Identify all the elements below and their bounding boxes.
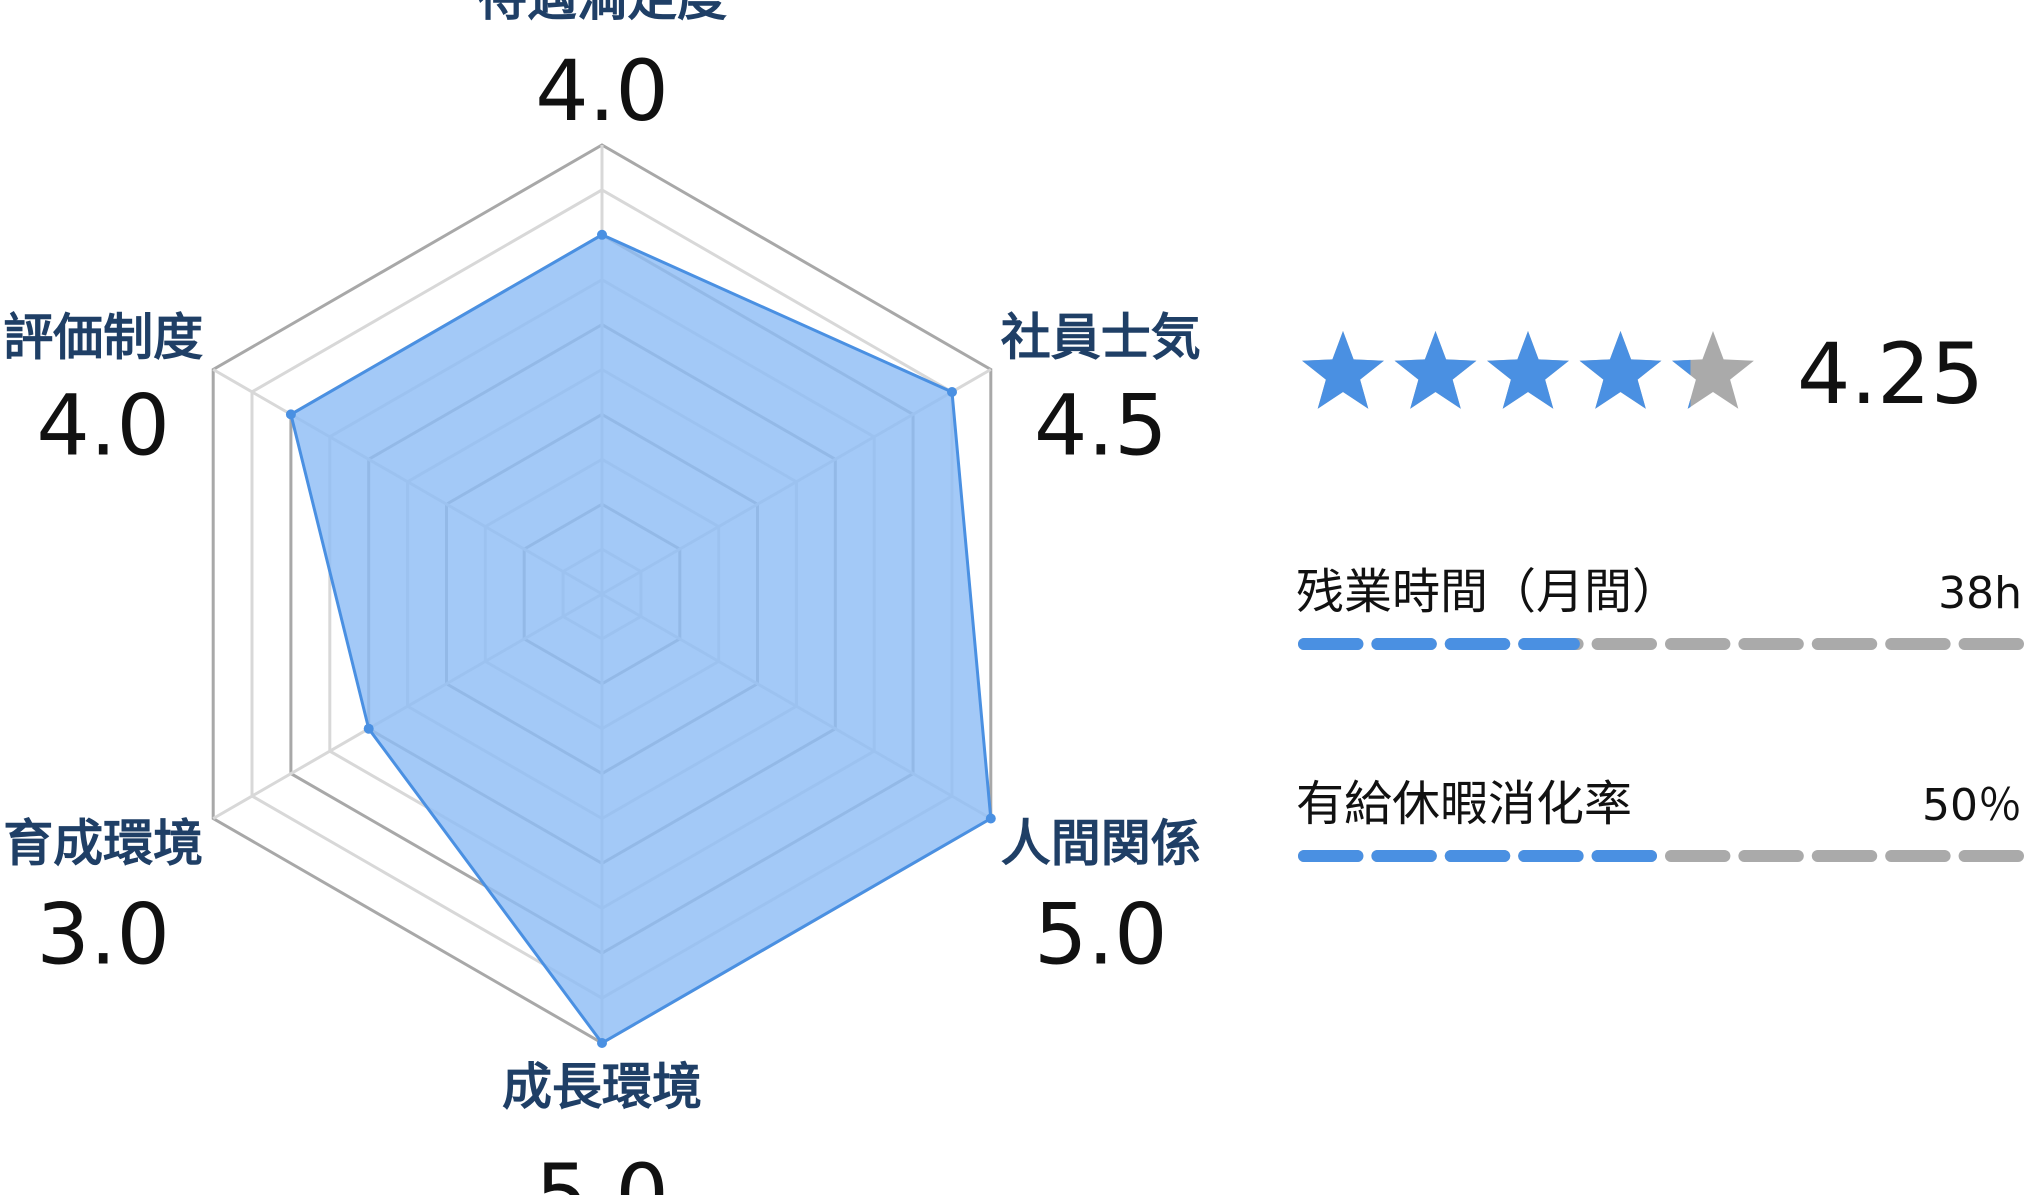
radar-data-point [947,387,957,397]
radar-data-point [597,1038,607,1048]
radar-axis-value: 4.5 [1034,377,1168,475]
radar-axis-label: 成長環境 [502,1058,702,1116]
metric-value: 50％ [1922,780,2022,831]
radar-data-point [363,723,374,734]
radar-axis-value: 3.0 [36,886,170,984]
radar-axis-label: 人間関係 [1001,815,1201,873]
radar-chart [211,143,996,1048]
radar-axis-value: 5.0 [535,1146,669,1195]
metric-row: 有給休暇消化率 50％ [1296,776,2024,862]
radar-axis-value: 5.0 [1034,886,1168,984]
radar-axis-label: 評価制度 [3,309,203,367]
radar-axis-value: 4.0 [535,42,669,140]
star-icon [1672,331,1754,409]
star-rating [1302,331,1754,409]
radar-axis-value: 4.0 [36,377,170,475]
star-icon-filled [1487,331,1569,409]
metric-value: 38h [1938,568,2022,619]
star-icon-filled [1394,331,1477,409]
metrics-list: 残業時間（月間） 38h 有給休暇消化率 50％ [1296,564,2024,862]
rating-score: 4.25 [1797,325,1984,423]
radar-axis-label: 社員士気 [1001,309,1201,367]
metric-label: 有給休暇消化率 [1296,776,1632,832]
radar-series-area [289,233,993,1045]
radar-axis-label: 育成環境 [3,815,203,873]
metric-label: 残業時間（月間） [1296,564,1680,620]
radar-data-point [985,813,996,824]
star-icon-filled [1672,359,1691,409]
star-icon-filled [1579,331,1662,409]
radar-data-point [285,409,296,420]
metric-row: 残業時間（月間） 38h [1296,564,2024,650]
radar-axis-labels: 待遇満足度 4.0 社員士気 4.5 人間関係 5.0 成長環境 5.0 育成環境 3.0 評価制度… [3,0,1201,1195]
radar-axis-label: 待遇満足度 [477,0,727,27]
star-icon-filled [1302,331,1384,409]
radar-data-point [597,229,607,240]
